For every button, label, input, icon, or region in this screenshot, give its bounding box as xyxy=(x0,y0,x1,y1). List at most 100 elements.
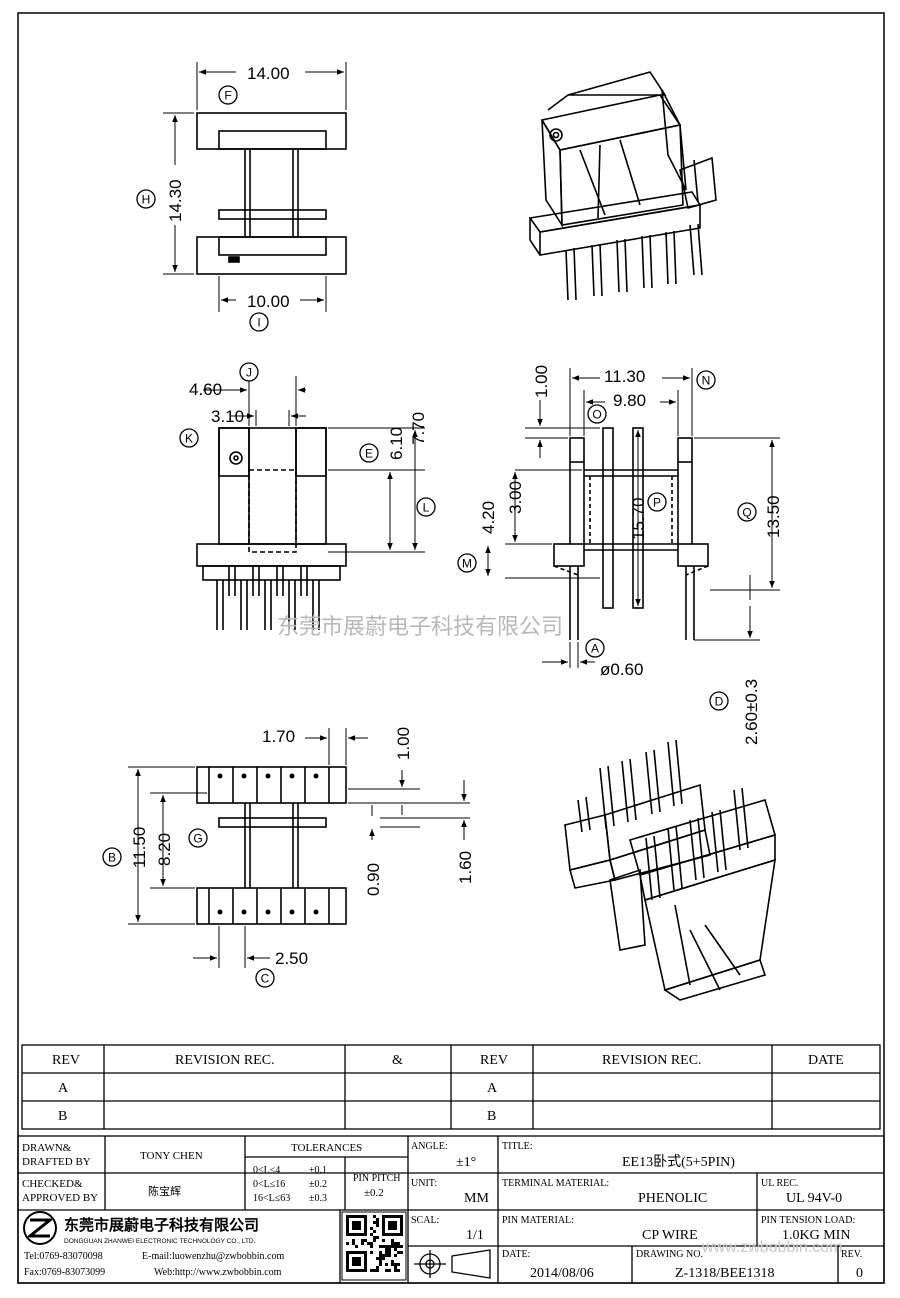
callouts: F H I J K E L N O P Q M A D B G C xyxy=(102,85,757,988)
company-web: Web:http://www.zwbobbin.com xyxy=(154,1267,282,1278)
pin-tension-value: 1.0KG MIN xyxy=(782,1228,850,1243)
side-view-dims xyxy=(485,368,780,668)
tol-range-1: 0<L≤4 xyxy=(253,1165,280,1176)
tol-value-1: ±0.1 xyxy=(309,1165,327,1176)
tolerances-label: TOLERANCES xyxy=(291,1142,362,1154)
dim-pin-length: 2.60±0.3 xyxy=(742,679,761,745)
dim-front-slot-outer: 4.60 xyxy=(189,380,222,399)
callout-letter: K xyxy=(185,432,193,446)
callout-q: Q xyxy=(737,502,757,522)
bottom-view-pins xyxy=(217,773,319,915)
callout-k: K xyxy=(179,428,199,448)
callout-letter: L xyxy=(423,501,430,515)
dim-top-inner-width: 10.00 xyxy=(247,292,290,311)
callout-letter: O xyxy=(592,408,601,422)
callout-i: I xyxy=(249,312,269,332)
unit-value: MM xyxy=(464,1191,489,1206)
dim-bottom-1150: 11.50 xyxy=(130,827,149,868)
callout-letter: E xyxy=(365,447,373,461)
callout-letter: A xyxy=(591,642,599,656)
callout-letter: J xyxy=(246,366,252,380)
dim-side-15-70: 15.70 xyxy=(629,497,648,540)
pin-pitch-label: PIN PITCH xyxy=(353,1173,401,1184)
callout-a: A xyxy=(585,638,605,658)
dim-side-4-20: 4.20 xyxy=(479,501,498,534)
rev-header-2: REV xyxy=(480,1053,508,1068)
angle-label: ANGLE: xyxy=(411,1141,448,1152)
drawn-value: TONY CHEN xyxy=(140,1150,203,1162)
dim-side-width-outer: 11.30 xyxy=(604,367,645,386)
company-name-en: DONGGUAN ZHANWEI ELECTRONIC TECHNOLOGY C… xyxy=(64,1238,256,1245)
drawn-label-1: DRAWN& xyxy=(22,1142,72,1154)
callout-letter: F xyxy=(224,89,231,103)
pin-pitch-value: ±0.2 xyxy=(364,1187,384,1199)
front-view-dims xyxy=(203,376,425,553)
dim-top-width: 14.00 xyxy=(247,64,290,83)
company-email: E-mail:luowenzhu@zwbobbin.com xyxy=(142,1251,284,1262)
callout-letter: D xyxy=(715,695,724,709)
dim-side-1-00: 1.00 xyxy=(532,365,551,398)
terminal-material-value: PHENOLIC xyxy=(638,1191,707,1206)
pin-material-value: CP WIRE xyxy=(642,1228,698,1243)
callout-e: E xyxy=(359,443,379,463)
callout-h: H xyxy=(136,189,156,209)
bottom-view xyxy=(196,766,347,925)
pin-tension-label: PIN TENSION LOAD: xyxy=(761,1215,855,1226)
unit-label: UNIT: xyxy=(411,1178,437,1189)
side-view xyxy=(553,427,709,640)
callout-letter: Q xyxy=(742,506,751,520)
rev-row-b-2: B xyxy=(487,1109,496,1124)
dim-side-3-00: 3.00 xyxy=(506,481,525,514)
callout-letter: G xyxy=(193,832,202,846)
title-label: TITLE: xyxy=(502,1141,533,1152)
date-value: 2014/08/06 xyxy=(530,1266,594,1281)
company-name-cn: 东莞市展蔚电子科技有限公司 xyxy=(64,1216,259,1234)
callout-p: P xyxy=(647,492,667,512)
dim-top-height: 14.30 xyxy=(166,179,185,222)
dim-bottom-170: 1.70 xyxy=(262,727,295,746)
company-logo xyxy=(23,1211,57,1245)
checked-label-1: CHECKED& xyxy=(22,1178,83,1190)
dim-front-slot-inner: 3.10 xyxy=(211,407,244,426)
terminal-material-label: TERMINAL MATERIAL: xyxy=(502,1178,609,1189)
projection-symbol xyxy=(414,1249,491,1279)
tol-range-3: 16<L≤63 xyxy=(253,1193,290,1204)
rev-label: REV. xyxy=(841,1249,862,1260)
date-label: DATE: xyxy=(502,1249,530,1260)
tol-range-2: 0<L≤16 xyxy=(253,1179,285,1190)
callout-b: B xyxy=(102,847,122,867)
drawing-no-value: Z-1318/BEE1318 xyxy=(675,1266,775,1281)
callout-letter: C xyxy=(261,972,270,986)
callout-letter: N xyxy=(702,374,711,388)
rev-row-a-2: A xyxy=(487,1081,498,1096)
company-tel: Tel:0769-83070098 xyxy=(24,1251,103,1262)
drawn-label-2: DRAFTED BY xyxy=(22,1156,91,1168)
rev-row-b: B xyxy=(58,1109,67,1124)
scale-label: SCAL: xyxy=(411,1215,439,1226)
dim-pin-dia: ø0.60 xyxy=(600,660,643,679)
company-fax: Fax:0769-83073099 xyxy=(24,1267,105,1278)
bottom-view-dims xyxy=(128,728,470,968)
mark-header: & xyxy=(392,1053,403,1068)
dim-front-7-70: 7.70 xyxy=(409,412,428,445)
top-view-dims xyxy=(163,62,347,312)
scale-value: 1/1 xyxy=(466,1228,484,1243)
callout-m: M xyxy=(457,553,477,573)
title-value: EE13卧式(5+5PIN) xyxy=(622,1154,735,1170)
callout-o: O xyxy=(587,404,607,424)
callout-d: D xyxy=(709,691,729,711)
callout-letter: B xyxy=(108,851,116,865)
angle-value: ±1° xyxy=(456,1155,476,1170)
ul-value: UL 94V-0 xyxy=(786,1191,842,1206)
callout-j: J xyxy=(239,362,259,382)
callout-letter: P xyxy=(653,496,661,510)
date-header: DATE xyxy=(808,1053,844,1068)
iso-view-bottom xyxy=(564,739,776,1001)
callout-letter: M xyxy=(462,557,472,571)
ul-label: UL REC. xyxy=(761,1178,798,1189)
callout-letter: H xyxy=(142,193,151,207)
dim-bottom-160: 1.60 xyxy=(456,851,475,884)
watermark-company: 东莞市展蔚电子科技有限公司 xyxy=(277,614,563,639)
